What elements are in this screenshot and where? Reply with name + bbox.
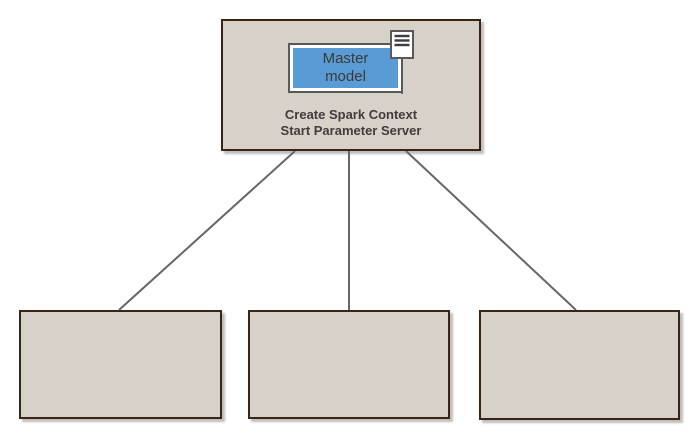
connector-line-right (405, 150, 577, 311)
master-caption: Create Spark Context Start Parameter Ser… (223, 107, 479, 139)
master-node-box: Master model Create Spark Context Start … (221, 19, 481, 151)
master-caption-line2: Start Parameter Server (280, 123, 422, 138)
master-model-box: Master model (288, 43, 403, 93)
master-model-line2: model (325, 68, 366, 85)
note-icon (390, 30, 414, 59)
worker-node-box-3 (479, 310, 680, 420)
worker-node-box-1 (19, 310, 222, 419)
master-model-label: Master model (293, 48, 398, 88)
connector-line-left (118, 150, 296, 311)
master-caption-line1: Create Spark Context (284, 107, 418, 122)
master-model-line1: Master (322, 50, 369, 67)
worker-node-box-2 (248, 310, 450, 419)
